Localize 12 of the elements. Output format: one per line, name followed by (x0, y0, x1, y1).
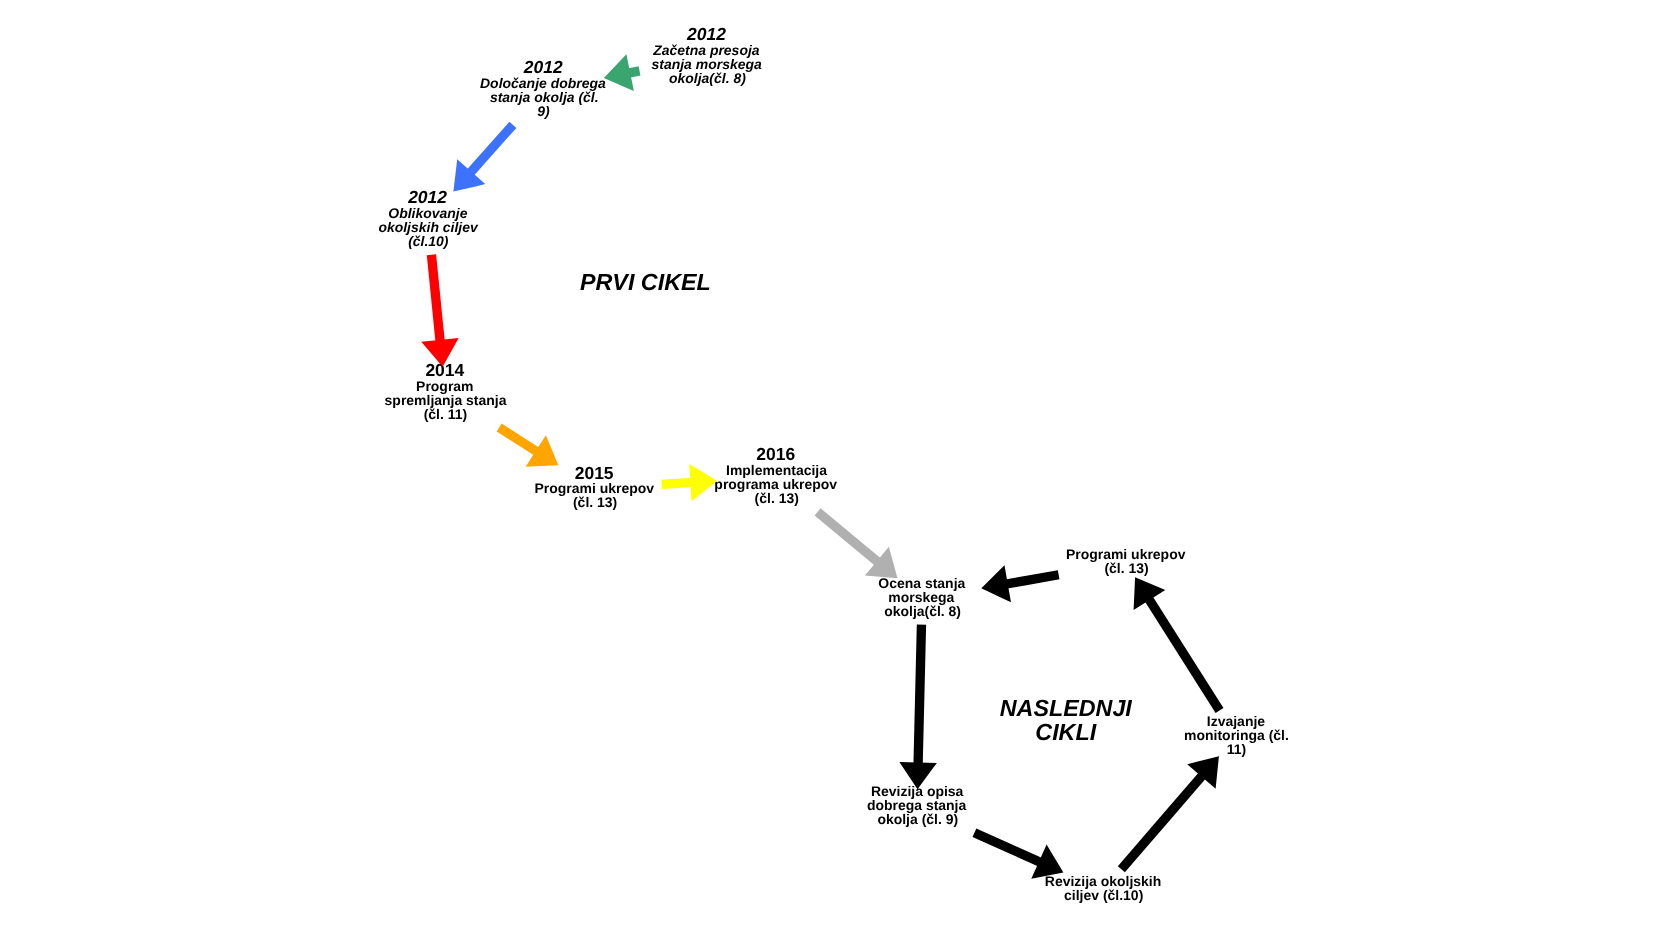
label: PRVI CIKEL (578, 268, 710, 295)
arrow (452, 120, 516, 191)
arrow (660, 462, 717, 501)
arrow (813, 507, 897, 578)
arrow (420, 253, 458, 366)
arrow (980, 564, 1059, 602)
label: NASLEDNJI CIKLI (998, 695, 1131, 745)
arrow (898, 623, 936, 789)
arrow (971, 827, 1063, 878)
arrow (1132, 576, 1223, 712)
arrow (495, 422, 558, 466)
arrow (1116, 755, 1218, 872)
